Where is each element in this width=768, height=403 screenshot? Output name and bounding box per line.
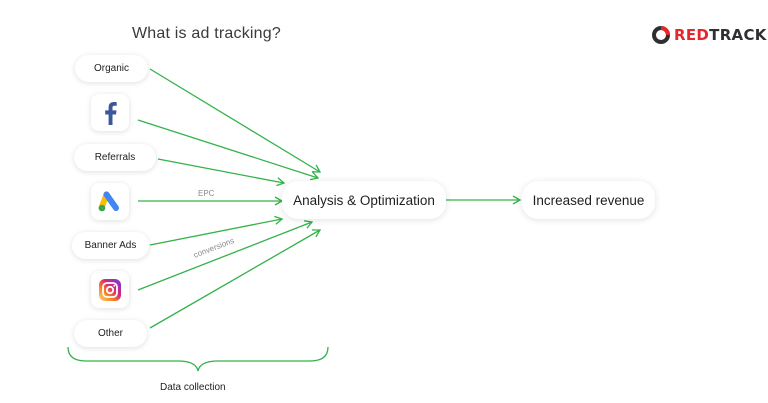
data-collection-caption: Data collection xyxy=(160,382,226,393)
edge-label-epc: EPC xyxy=(198,189,215,198)
instagram-icon xyxy=(99,278,121,301)
increased-revenue-node: Increased revenue xyxy=(522,181,655,219)
data-collection-brace xyxy=(67,346,329,372)
arrow-other xyxy=(149,229,322,329)
source-referrals-label: Referrals xyxy=(94,152,136,163)
analysis-optimization-node: Analysis & Optimization xyxy=(282,181,446,219)
diagram-title: What is ad tracking? xyxy=(132,25,281,42)
logo-text-red: RED xyxy=(674,26,710,44)
redtrack-ring-icon xyxy=(652,26,670,44)
increased-revenue-label: Increased revenue xyxy=(532,192,645,208)
logo-text-dark: TRACK xyxy=(709,26,767,44)
arrow-referrals xyxy=(157,158,286,187)
source-facebook xyxy=(91,94,129,131)
arrow-instagram xyxy=(137,220,314,291)
source-organic-label: Organic xyxy=(93,63,129,74)
source-other-label: Other xyxy=(97,328,123,339)
arrow-banner-ads xyxy=(149,215,284,246)
source-google-ads xyxy=(91,183,129,220)
source-banner-ads: Banner Ads xyxy=(72,232,149,259)
arrow-facebook xyxy=(137,119,320,181)
source-referrals: Referrals xyxy=(74,144,156,171)
source-banner-ads-label: Banner Ads xyxy=(84,240,137,251)
arrow-organic xyxy=(149,68,322,173)
source-other: Other xyxy=(74,320,147,347)
source-organic: Organic xyxy=(75,55,148,82)
facebook-icon xyxy=(105,101,117,125)
analysis-optimization-label: Analysis & Optimization xyxy=(293,192,435,208)
source-instagram xyxy=(91,271,129,308)
google-ads-icon xyxy=(98,191,119,211)
